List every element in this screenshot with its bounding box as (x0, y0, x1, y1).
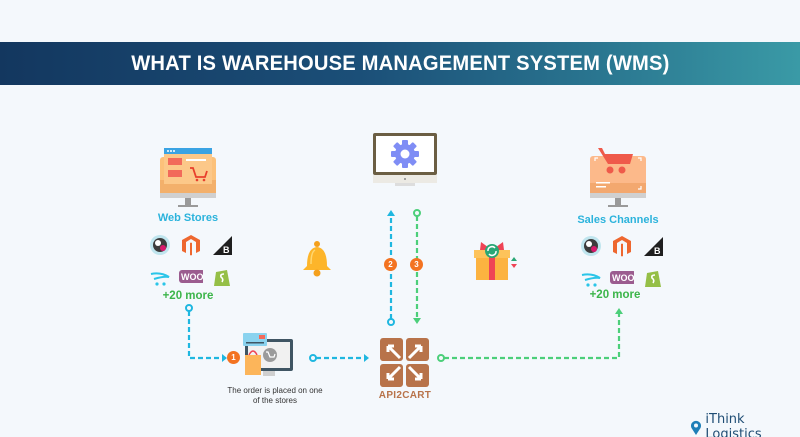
order-monitor-icon (243, 333, 293, 376)
connector-api-to-sales (444, 314, 621, 360)
step-badge-1: 1 (227, 351, 240, 364)
brand-name: iThink Logistics (705, 412, 762, 437)
web-stores-platforms: B WOO (148, 233, 234, 289)
sales-channels-more[interactable]: +20 more (589, 289, 641, 301)
web-stores-more[interactable]: +20 more (162, 290, 214, 302)
step-1-caption-line2: of the stores (252, 396, 298, 405)
step-1-caption: The order is placed on one of the stores (220, 386, 330, 406)
step-badge-2: 2 (384, 258, 397, 271)
api2cart-logo-icon (380, 338, 429, 387)
svg-text:WOO: WOO (612, 273, 634, 283)
web-store-monitor-icon (160, 148, 216, 207)
opencart-icon (579, 266, 603, 290)
bigcommerce-icon: B (641, 234, 665, 258)
arrow-head-icon (413, 318, 421, 324)
woocommerce-icon: WOO (179, 265, 203, 289)
connector-start-dot (413, 209, 421, 217)
title-banner: WHAT IS WAREHOUSE MANAGEMENT SYSTEM (WMS… (0, 42, 800, 85)
woocommerce-icon: WOO (610, 266, 634, 290)
brand-logo: iThink Logistics (690, 412, 800, 437)
step-1-caption-line1: The order is placed on one (227, 386, 323, 395)
prestashop-icon (148, 233, 172, 257)
web-stores-label: Web Stores (157, 212, 219, 224)
connector-start-dot (437, 354, 445, 362)
connector-start-dot (185, 304, 193, 312)
sales-channels-label: Sales Channels (577, 214, 659, 226)
bigcommerce-icon: B (210, 233, 234, 257)
location-pin-icon (691, 420, 701, 435)
svg-text:B: B (223, 245, 230, 255)
connector-start-dot (387, 318, 395, 326)
gift-sync-icon (474, 242, 517, 280)
magento-icon (179, 233, 203, 257)
gear-monitor-icon (373, 133, 437, 186)
svg-text:WOO: WOO (181, 272, 203, 282)
shopify-icon (210, 265, 234, 289)
api2cart-label: API2CART (378, 390, 432, 401)
magento-icon (610, 234, 634, 258)
connector-start-dot (309, 354, 317, 362)
arrow-head-icon (222, 354, 227, 362)
arrow-head-icon (387, 210, 395, 216)
bell-icon (303, 241, 331, 277)
page-title: WHAT IS WAREHOUSE MANAGEMENT SYSTEM (WMS… (130, 51, 670, 75)
step-badge-3: 3 (410, 258, 423, 271)
prestashop-icon (579, 234, 603, 258)
arrow-head-icon (615, 308, 623, 314)
connector-webstores-to-order (187, 311, 222, 360)
shopify-icon (641, 266, 665, 290)
opencart-icon (148, 265, 172, 289)
svg-text:B: B (654, 246, 661, 256)
sales-channel-monitor-icon (590, 148, 646, 207)
sales-channels-platforms: B WOO (579, 234, 665, 290)
arrow-head-icon (364, 354, 369, 362)
